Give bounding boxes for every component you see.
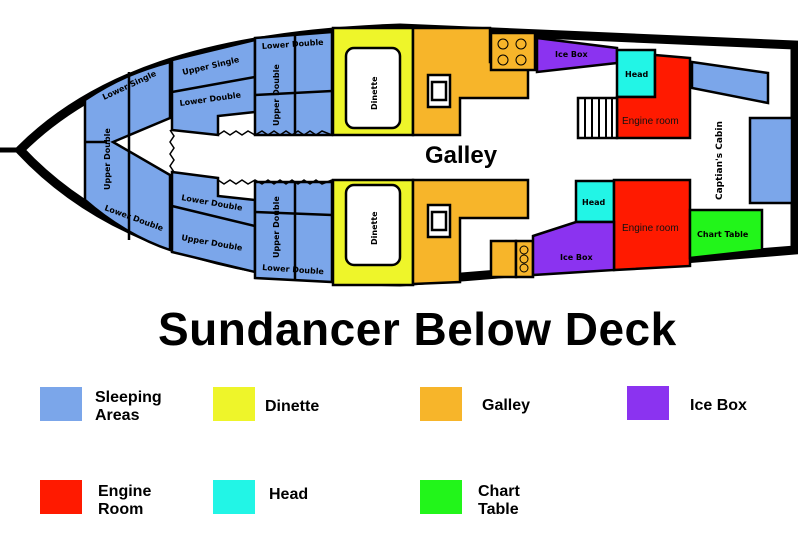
label-dinette-bottom: Dinette — [370, 211, 379, 245]
legend-label-galley: Galley — [482, 397, 531, 414]
stove-top — [489, 31, 537, 72]
label-captains-cabin: Captian's Cabin — [715, 121, 725, 200]
label-chart-table: Chart Table — [697, 230, 749, 239]
captains-berth-right — [748, 116, 794, 205]
label-head-top: Head — [625, 70, 649, 79]
label-ice-box-top: Ice Box — [555, 50, 589, 59]
chart-table — [688, 208, 764, 260]
legend-swatch-dinette — [213, 387, 255, 421]
legend-swatch-head — [213, 480, 255, 514]
label-lower-double-d: Lower Double — [262, 38, 325, 51]
legend-swatch-engine-room — [40, 480, 82, 514]
label-engine-room-top: Engine room — [622, 116, 679, 127]
label-upper-double-bow: Upper Double — [103, 128, 112, 190]
label-dinette-top: Dinette — [370, 76, 379, 110]
label-upper-double-e: Upper Double — [272, 64, 281, 126]
legend-swatch-sleeping — [40, 387, 82, 421]
head-bottom — [574, 179, 616, 224]
label-ice-box-bottom: Ice Box — [560, 253, 594, 262]
legend-label-head: Head — [269, 486, 309, 503]
captains-berth-top — [690, 60, 770, 105]
legend-label-ice-box: Ice Box — [690, 397, 747, 414]
legend-label-dinette: Dinette — [265, 398, 320, 415]
legend-swatch-galley — [420, 387, 462, 421]
page-title: Sundancer Below Deck — [158, 303, 677, 355]
legend-swatch-chart-table — [420, 480, 462, 514]
label-lower-double-g: Lower Double — [262, 263, 325, 276]
label-head-bottom: Head — [582, 198, 606, 207]
deck-plan: Upper Double Lower Single Lower Double U… — [0, 23, 798, 287]
galley-label: Galley — [425, 142, 498, 169]
legend-swatch-ice-box — [627, 386, 669, 420]
forepeak-berth — [83, 60, 172, 252]
label-upper-double-f: Upper Double — [272, 196, 281, 258]
ice-box-bottom — [531, 220, 616, 277]
label-engine-room-bottom: Engine room — [622, 223, 679, 234]
